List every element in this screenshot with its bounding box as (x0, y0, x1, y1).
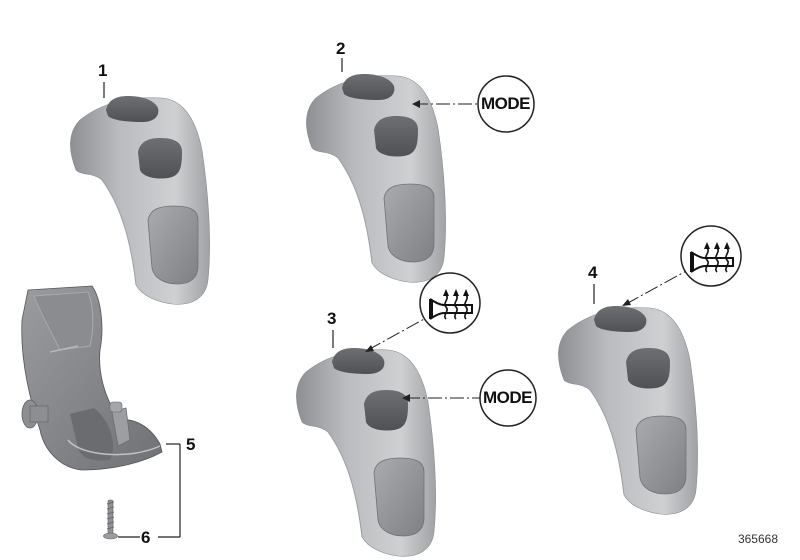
mode-badge-3 (479, 369, 537, 427)
part-5-lower-shell (21, 285, 163, 471)
part-4-switch-housing (557, 305, 699, 515)
leader-line-heat-3 (367, 317, 427, 351)
part-3-switch-housing (295, 347, 437, 557)
mode-badge-2 (477, 75, 535, 133)
bracket-lines (118, 443, 181, 538)
mode-label-2: MODE (481, 94, 531, 113)
callout-5[interactable]: 5 (186, 435, 196, 454)
callout-3[interactable]: 3 (327, 309, 337, 328)
reference-number: 365668 (737, 532, 778, 546)
arrow-icon (412, 100, 420, 108)
part-2-switch-housing (305, 73, 447, 283)
callout-4[interactable]: 4 (588, 263, 598, 282)
arrow-icon (365, 345, 374, 352)
leader-line-heat-4 (625, 269, 689, 305)
callout-6[interactable]: 6 (141, 528, 151, 547)
arrow-icon (402, 394, 410, 402)
callout-1[interactable]: 1 (98, 61, 108, 80)
callout-2[interactable]: 2 (336, 39, 346, 58)
arrow-icon (622, 299, 631, 306)
part-1-switch-housing (69, 95, 211, 305)
mode-label-3: MODE (483, 388, 533, 407)
part-6-screw (103, 499, 118, 540)
